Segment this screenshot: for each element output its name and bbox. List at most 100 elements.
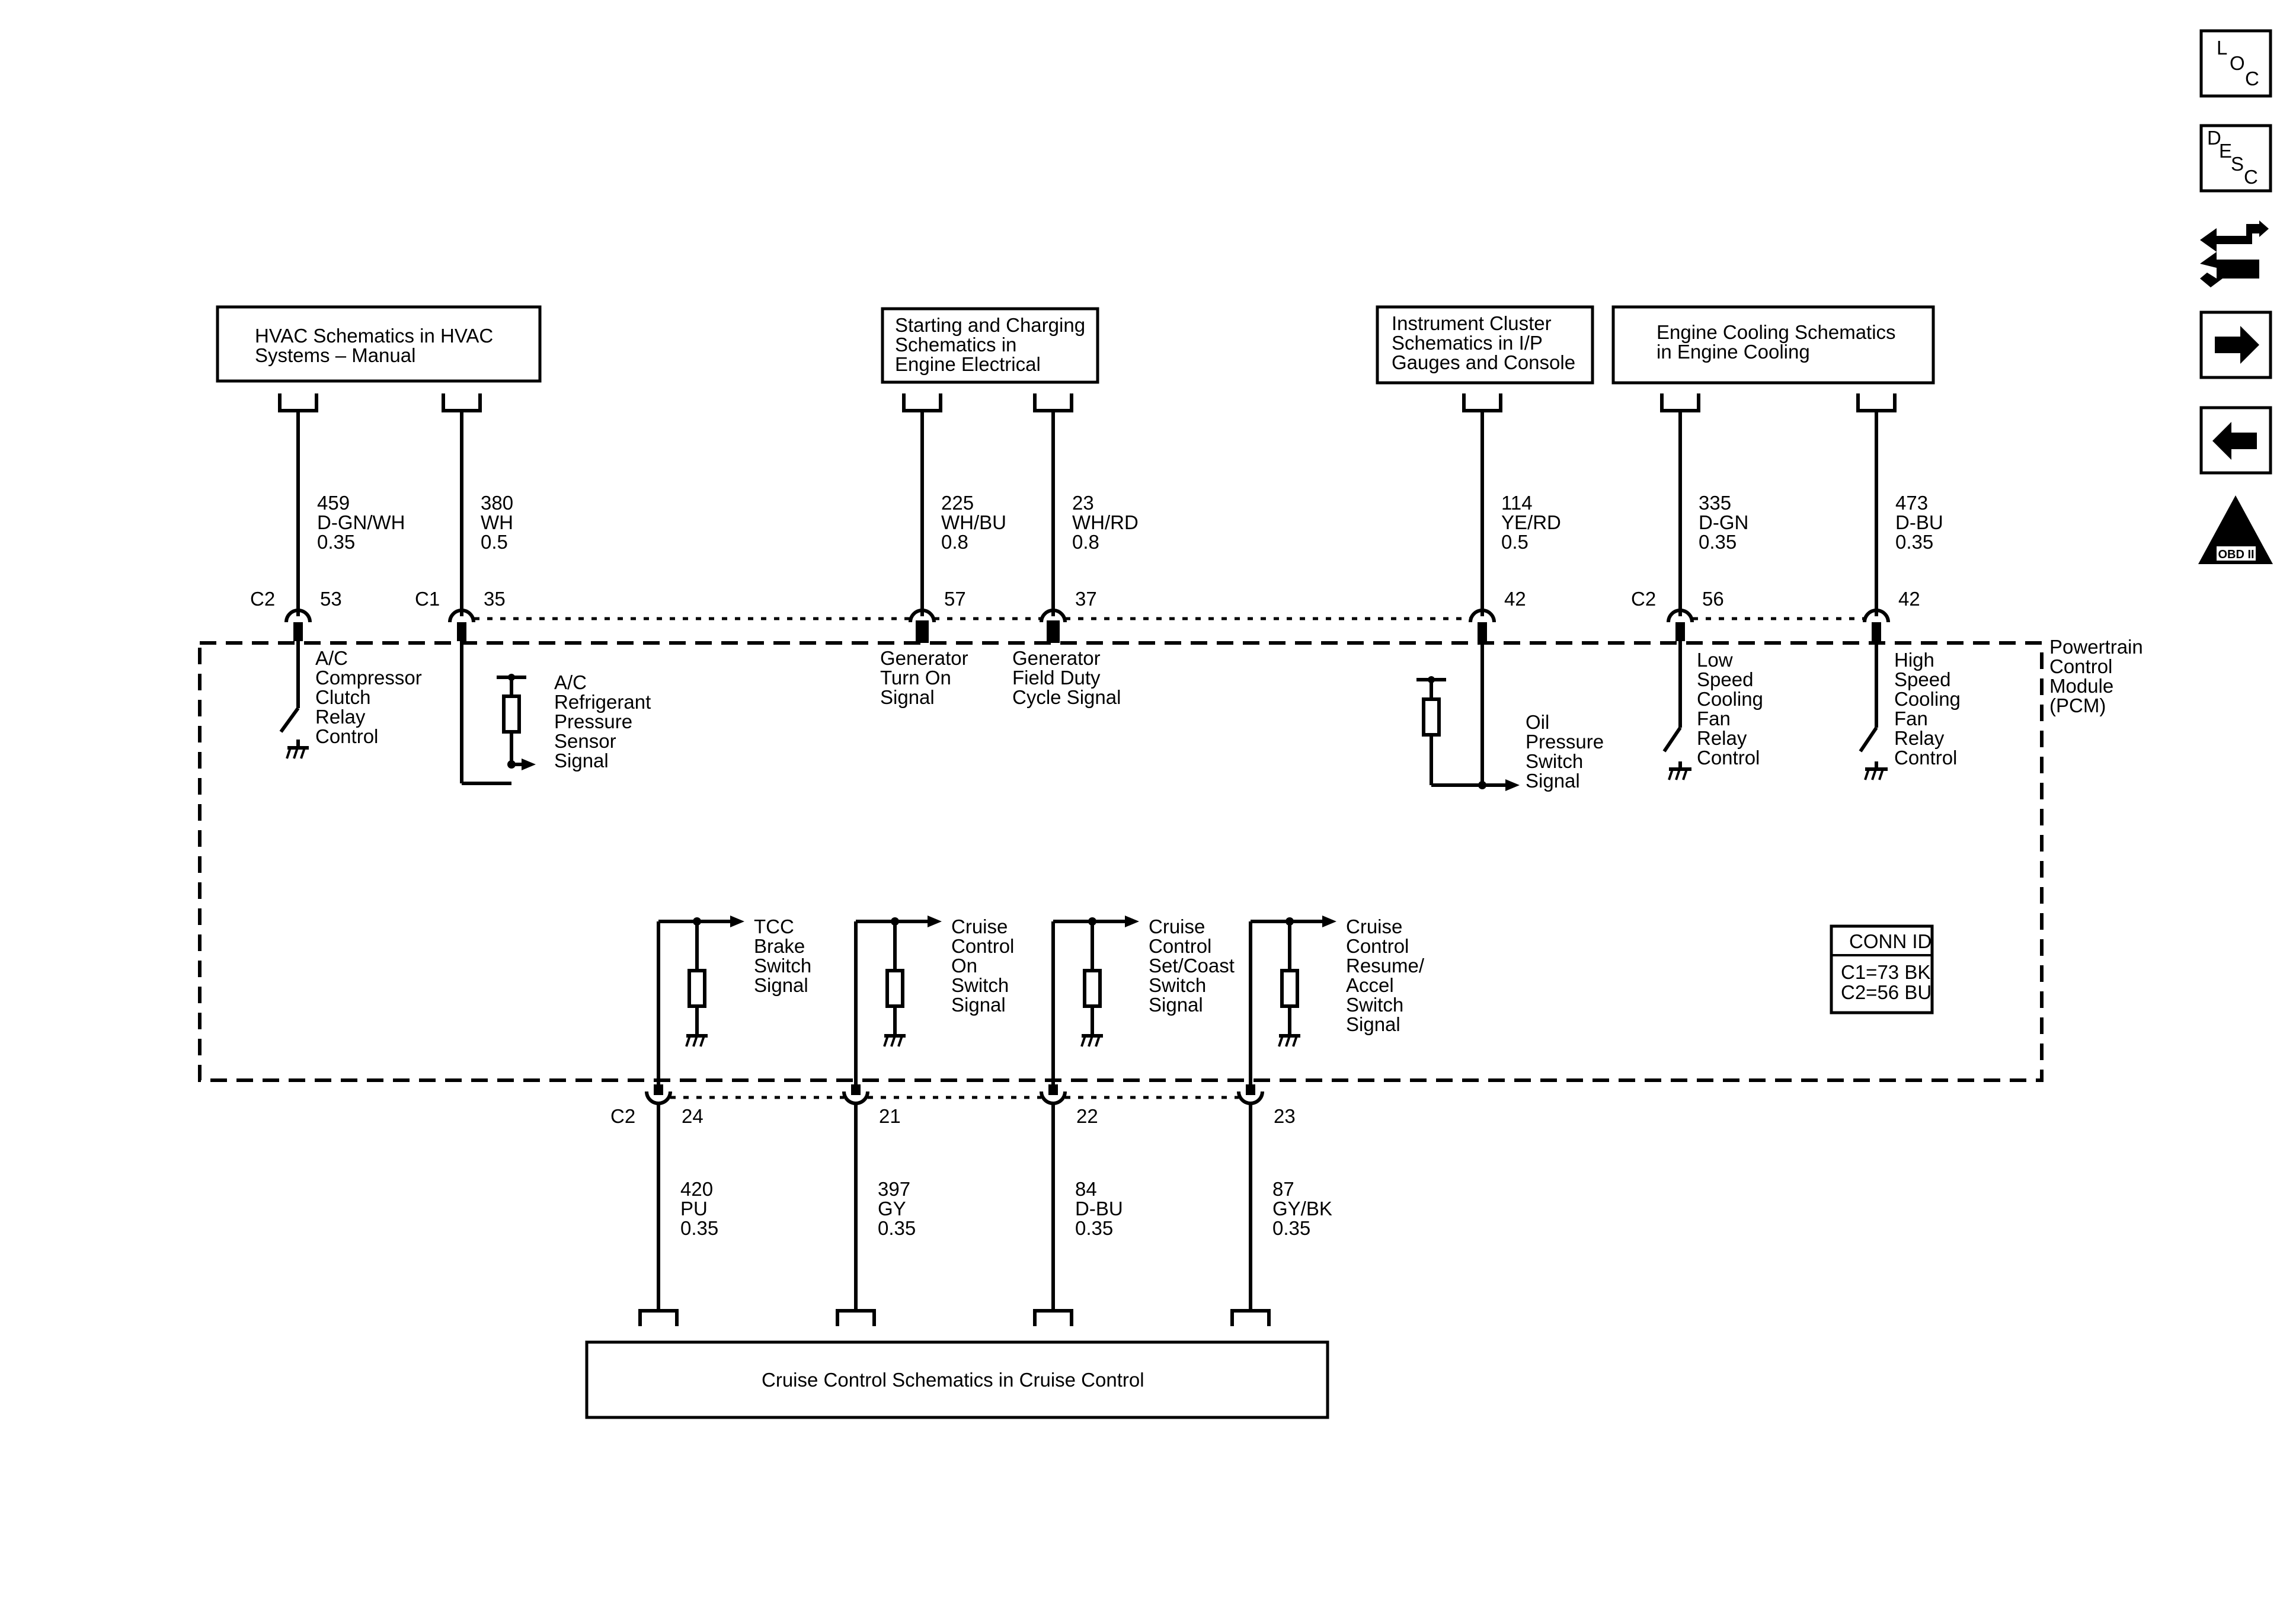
pin-terminal <box>457 622 466 641</box>
arrow-icon <box>1505 779 1520 791</box>
connector-label-c1: C1 <box>415 588 440 610</box>
pin-terminal <box>1478 622 1487 641</box>
arrow-icon <box>928 916 942 927</box>
bottom-wires <box>657 1103 1252 1311</box>
splice-dot <box>1285 917 1294 926</box>
pin-label-22: 22 <box>1076 1105 1098 1127</box>
pin-terminal <box>1246 1084 1255 1095</box>
svg-text:CONN ID: CONN ID <box>1849 930 1932 952</box>
connector-label-c2-fan: C2 <box>1631 588 1656 610</box>
top-connector-pins <box>284 609 1890 623</box>
previous-page-button[interactable] <box>2199 406 2272 475</box>
ground-icon <box>1278 1035 1298 1047</box>
pin-label-24: 24 <box>682 1105 703 1127</box>
loc-nav-button[interactable]: L O C <box>2199 29 2272 98</box>
top-wires <box>296 411 1878 616</box>
connector-label-c2-bottom: C2 <box>610 1105 635 1127</box>
pin-label-56: 56 <box>1702 588 1724 610</box>
ground-icon <box>1864 769 1884 780</box>
pin-label-23: 23 <box>1274 1105 1296 1127</box>
ground-icon <box>1668 769 1688 780</box>
obd-ii-icon[interactable]: II OBD II <box>2198 495 2273 564</box>
pin-terminal <box>1872 622 1881 641</box>
cruise-set-circuit <box>1051 920 1125 1084</box>
pcm-outline <box>198 641 2044 1082</box>
tcc-brake-circuit <box>657 920 730 1084</box>
svg-text:C: C <box>2245 68 2259 89</box>
pcm-label: Powertrain Control Module (PCM) <box>2049 636 2148 716</box>
cruise-ref-box[interactable]: Cruise Control Schematics in Cruise Cont… <box>585 1340 1329 1419</box>
svg-text:84D-BU0.35: 84D-BU0.35 <box>1075 1178 1123 1239</box>
splice-dot <box>507 760 516 769</box>
pin-terminal <box>1675 622 1685 641</box>
desc-nav-button[interactable]: D E S C <box>2199 124 2272 193</box>
pin-label-53: 53 <box>320 588 342 610</box>
arrow-icon <box>522 758 536 770</box>
splice-dot <box>1088 917 1096 926</box>
pin-terminal <box>654 1084 663 1095</box>
svg-text:L: L <box>2217 37 2227 59</box>
cruise-resume-circuit <box>1249 920 1322 1084</box>
svg-text:Cruise Control Schematics in C: Cruise Control Schematics in Cruise Cont… <box>762 1369 1144 1391</box>
pin-label-35: 35 <box>484 588 506 610</box>
pin-label-21: 21 <box>879 1105 901 1127</box>
svg-text:C: C <box>2244 166 2258 188</box>
svg-text:O: O <box>2230 52 2245 74</box>
bottom-connector-stubs <box>638 1309 1271 1326</box>
generator-terminals <box>916 620 1060 643</box>
splice-dot <box>1478 781 1486 789</box>
ground-icon <box>1080 1035 1101 1047</box>
arrow-icon <box>1322 916 1336 927</box>
pin-label-57: 57 <box>944 588 966 610</box>
pin-terminal <box>851 1084 861 1095</box>
ground-icon <box>286 747 306 759</box>
next-page-button[interactable] <box>2199 311 2272 379</box>
splice-dot <box>693 917 701 926</box>
cruise-on-circuit <box>854 920 928 1084</box>
ground-icon <box>883 1035 903 1047</box>
splice-dot <box>508 674 515 681</box>
svg-text:E: E <box>2219 140 2232 162</box>
pin-label-42-oil: 42 <box>1504 588 1526 610</box>
pin-label-37: 37 <box>1075 588 1097 610</box>
svg-text:D: D <box>2207 127 2221 149</box>
connector-tool-icon[interactable] <box>2200 220 2269 287</box>
